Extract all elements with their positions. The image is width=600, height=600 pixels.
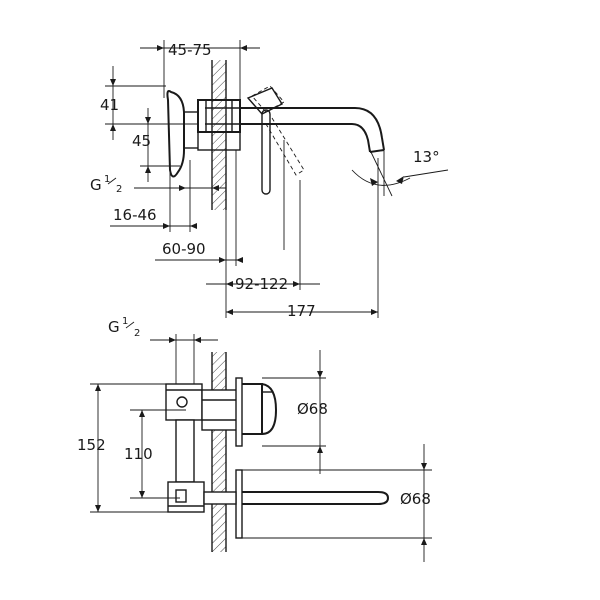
dim-177: 177 bbox=[226, 158, 379, 320]
thread-g-top: G 1 2 bbox=[90, 174, 226, 195]
label-45: 45 bbox=[132, 132, 151, 150]
lever-alt-position bbox=[251, 85, 305, 176]
rosette-lower bbox=[203, 469, 243, 539]
wall-hatch bbox=[212, 60, 226, 210]
thread-g-letter: G bbox=[90, 176, 102, 194]
label-177: 177 bbox=[287, 302, 316, 320]
dim-92-122: 92-122 bbox=[206, 140, 320, 293]
thread-g-den-front: 2 bbox=[134, 328, 140, 339]
dim-16-46: 16-46 bbox=[110, 160, 197, 232]
dim-angle: 13° bbox=[351, 148, 449, 197]
label-45-75: 45-75 bbox=[168, 41, 212, 59]
label-dia-upper: Ø68 bbox=[297, 400, 328, 418]
handle-knob bbox=[166, 90, 198, 178]
cartridge bbox=[201, 389, 239, 431]
label-152: 152 bbox=[77, 436, 106, 454]
wall-hatch-front bbox=[212, 352, 226, 552]
front-view: G 1 2 152 110 bbox=[77, 316, 432, 562]
label-16-46: 16-46 bbox=[113, 206, 157, 224]
label-41: 41 bbox=[100, 96, 119, 114]
dim-110: 110 bbox=[124, 409, 186, 499]
thread-g-num: 1 bbox=[104, 174, 110, 185]
label-60-90: 60-90 bbox=[162, 240, 206, 258]
thread-g-letter-front: G bbox=[108, 318, 120, 336]
dim-60-90: 60-90 bbox=[155, 150, 243, 318]
rosette-upper bbox=[235, 377, 278, 447]
label-92-122: 92-122 bbox=[235, 275, 288, 293]
dim-dia-lower: Ø68 bbox=[242, 444, 432, 562]
dim-dia-upper: Ø68 bbox=[262, 350, 328, 474]
dim-41-45: 41 45 bbox=[100, 66, 198, 182]
label-dia-lower: Ø68 bbox=[400, 490, 431, 508]
side-view: 45-75 41 45 G 1 2 bbox=[90, 40, 449, 320]
thread-g-den: 2 bbox=[116, 184, 122, 195]
mixer-body bbox=[197, 99, 241, 151]
label-13-degrees: 13° bbox=[413, 148, 440, 166]
dim-45-75: 45-75 bbox=[140, 40, 260, 100]
thread-g-bottom: G 1 2 bbox=[108, 316, 218, 384]
thread-g-num-front: 1 bbox=[122, 316, 128, 327]
spout-front bbox=[242, 491, 390, 505]
concealed-body bbox=[165, 383, 205, 513]
spout bbox=[240, 107, 385, 153]
lever bbox=[246, 87, 284, 195]
dim-152: 152 bbox=[77, 383, 170, 513]
label-110: 110 bbox=[124, 445, 153, 463]
